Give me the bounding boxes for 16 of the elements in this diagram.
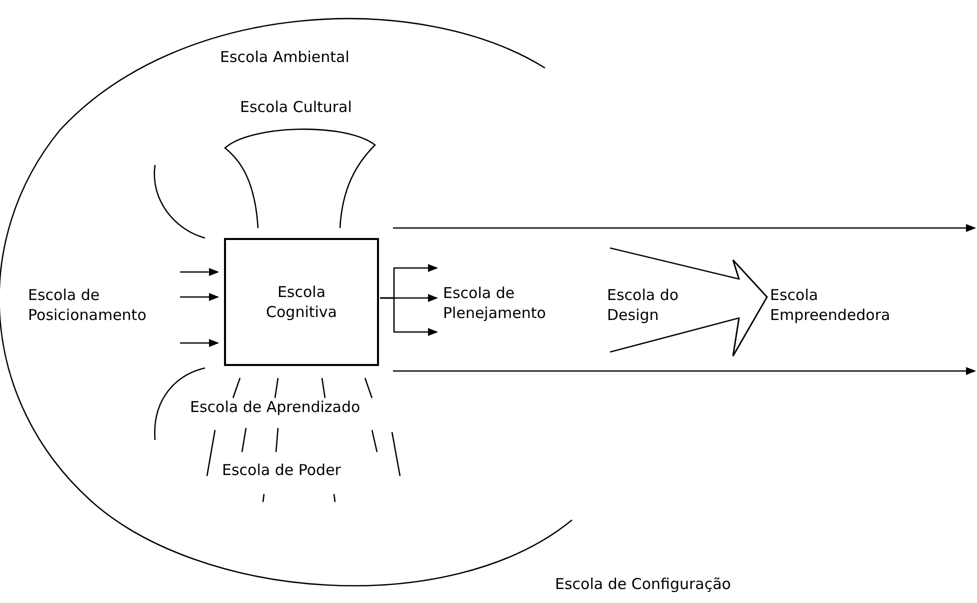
- process-box: Escola Cognitiva: [224, 238, 379, 366]
- school-label: Escola de Configuração: [555, 574, 731, 594]
- school-label: Escola de Plenejamento: [443, 283, 573, 323]
- school-label: Escola do Design: [607, 285, 687, 325]
- arrow: [393, 367, 976, 375]
- arrow: [180, 293, 219, 301]
- school-label: Escola de Poder: [222, 460, 341, 480]
- arrow: [180, 339, 219, 347]
- school-label: Escola Ambiental: [220, 47, 350, 67]
- school-label: Escola de Aprendizado: [190, 397, 360, 417]
- arrow: [393, 224, 976, 232]
- school-label: Escola de Posicionamento: [28, 285, 178, 325]
- arrow: [180, 268, 219, 276]
- school-label: Escola Cultural: [240, 97, 352, 117]
- arrow: [380, 297, 438, 336]
- school-label: Escola Empreendedora: [770, 285, 920, 325]
